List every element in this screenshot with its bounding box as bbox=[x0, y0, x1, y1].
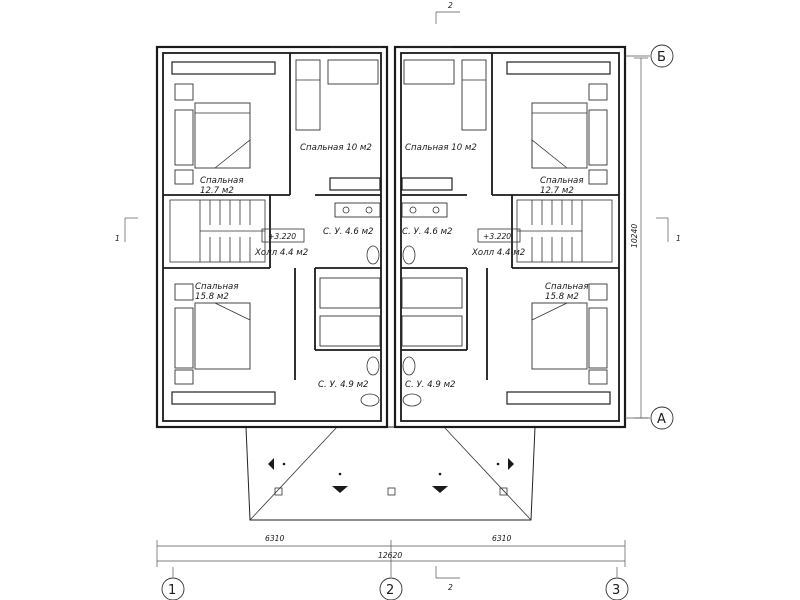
room-label-bed-bottom-right-1: Спальная bbox=[545, 282, 589, 292]
room-label-hall-left: Холл 4.4 м2 bbox=[254, 248, 308, 258]
stair-left bbox=[169, 199, 266, 263]
beds bbox=[194, 59, 588, 370]
axis-label-2: 2 bbox=[386, 583, 394, 598]
room-label-bed-bottom-left-2: 15.8 м2 bbox=[195, 292, 229, 302]
room-label-bed-top-left-1: Спальная bbox=[200, 176, 244, 186]
radiators bbox=[171, 61, 611, 405]
section-mark-right: 1 bbox=[656, 217, 681, 243]
axis-label-b: Б bbox=[657, 50, 666, 65]
section-mark-bottom: 2 bbox=[435, 566, 460, 592]
stair-right bbox=[516, 199, 613, 263]
room-label-bath-top-left: С. У. 4.6 м2 bbox=[323, 227, 374, 237]
dimension-total-depth: 10240 bbox=[630, 224, 639, 248]
axis-label-3: 3 bbox=[612, 583, 620, 598]
section-mark-left-label: 1 bbox=[115, 234, 120, 243]
wardrobes bbox=[174, 59, 608, 385]
level-mark-right: +3.220 bbox=[483, 232, 511, 241]
room-label-bed-top-left-2: 12.7 м2 bbox=[200, 186, 234, 196]
dimension-right-span: 6310 bbox=[492, 534, 511, 543]
section-mark-top-label: 2 bbox=[448, 1, 453, 10]
dimension-lines: 6310 6310 12620 10240 bbox=[156, 57, 648, 567]
roof-canopy bbox=[245, 426, 536, 521]
section-mark-bottom-label: 2 bbox=[448, 583, 453, 592]
axis-label-1: 1 bbox=[168, 583, 176, 598]
room-label-bath-bottom-left: С. У. 4.9 м2 bbox=[318, 380, 369, 390]
dimension-left-span: 6310 bbox=[265, 534, 284, 543]
room-label-bed-bottom-left-1: Спальная bbox=[195, 282, 239, 292]
section-mark-top: 2 bbox=[435, 1, 460, 24]
interior-walls bbox=[163, 53, 619, 380]
dimension-total-width: 12620 bbox=[378, 551, 402, 560]
section-mark-left: 1 bbox=[115, 217, 138, 243]
level-mark-left: +3.220 bbox=[268, 232, 296, 241]
room-label-bed-bottom-right-2: 15.8 м2 bbox=[545, 292, 579, 302]
room-label-bed-top-right-2: 12.7 м2 bbox=[540, 186, 574, 196]
axis-label-a: А bbox=[657, 412, 666, 427]
axis-markers: 1 2 3 Б А bbox=[161, 44, 674, 600]
room-label-bed-top-right-1: Спальная bbox=[540, 176, 584, 186]
room-labels: Спальная 12.7 м2 Спальная 10 м2 Спальная… bbox=[195, 143, 589, 390]
room-label-bed-small-right: Спальная 10 м2 bbox=[405, 143, 477, 153]
room-label-bath-top-right: С. У. 4.6 м2 bbox=[402, 227, 453, 237]
room-label-hall-right: Холл 4.4 м2 bbox=[471, 248, 525, 258]
room-label-bath-bottom-right: С. У. 4.9 м2 bbox=[405, 380, 456, 390]
section-mark-right-label: 1 bbox=[676, 234, 681, 243]
bath-fixtures bbox=[319, 202, 463, 407]
room-label-bed-small-left: Спальная 10 м2 bbox=[300, 143, 372, 153]
